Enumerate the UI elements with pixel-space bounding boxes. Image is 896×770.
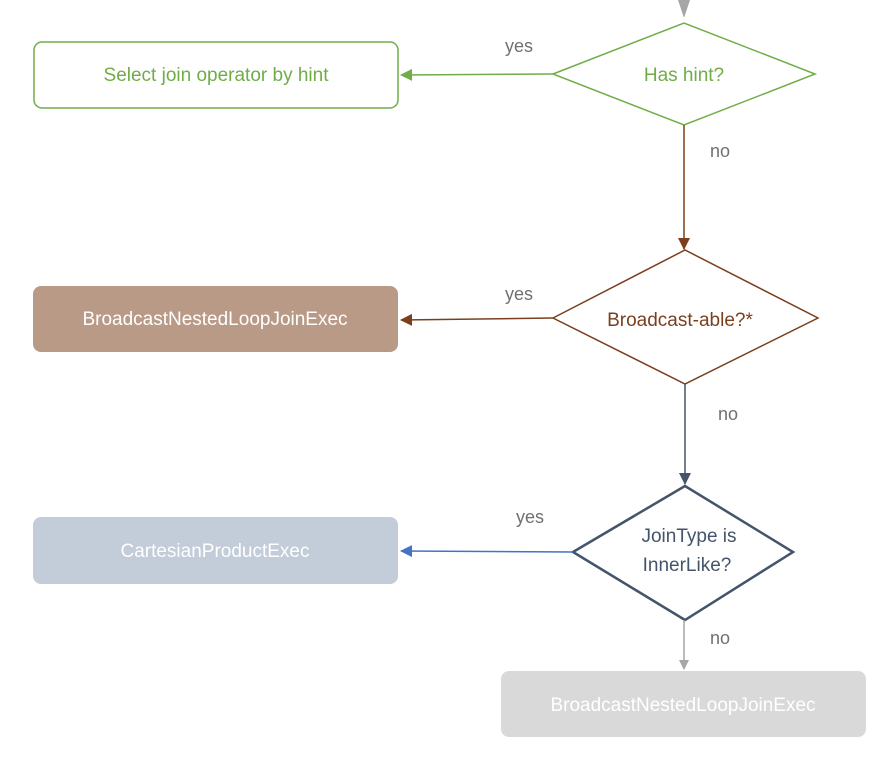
cartesian-box xyxy=(33,517,398,584)
cartesian-label: CartesianProductExec xyxy=(120,541,309,562)
jointype-label-line1: JoinType is xyxy=(641,526,736,547)
bnlj-box-1 xyxy=(33,286,398,352)
jointype-yes-arrow xyxy=(400,545,574,558)
bnlj-label-2: BroadcastNestedLoopJoinExec xyxy=(550,695,815,716)
broadcast-yes-arrow xyxy=(400,313,554,326)
select-by-hint-label: Select join operator by hint xyxy=(104,65,330,86)
bnlj-box-2 xyxy=(501,671,866,737)
broadcast-able-label: Broadcast-able?* xyxy=(607,310,753,331)
jointype-diamond xyxy=(570,484,796,622)
has-hint-yes-label: yes xyxy=(505,36,533,56)
broadcast-yes-label: yes xyxy=(505,284,533,304)
broadcast-no-label: no xyxy=(718,404,738,424)
bnlj-label-1: BroadcastNestedLoopJoinExec xyxy=(82,309,347,330)
incoming-arrow xyxy=(678,0,690,18)
has-hint-diamond xyxy=(550,22,818,126)
jointype-no-label: no xyxy=(710,628,730,648)
has-hint-label: Has hint? xyxy=(644,65,724,86)
broadcast-able-diamond xyxy=(551,249,820,385)
has-hint-yes-arrow xyxy=(400,68,554,81)
jointype-label-line2: InnerLike? xyxy=(643,555,732,576)
has-hint-no-label: no xyxy=(710,141,730,161)
jointype-yes-label: yes xyxy=(516,507,544,527)
select-by-hint-box xyxy=(33,41,399,109)
